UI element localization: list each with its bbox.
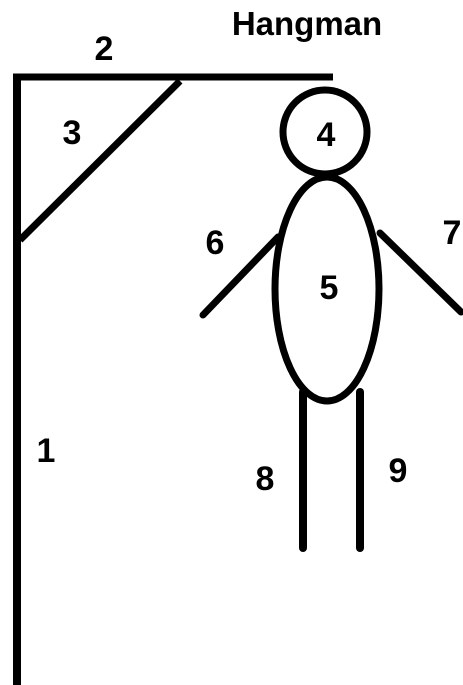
label-head: 4 [317, 116, 336, 154]
label-right-arm: 7 [443, 214, 462, 252]
diagram-title: Hangman [232, 5, 382, 42]
label-gallows-post: 1 [37, 432, 56, 470]
label-body: 5 [320, 269, 339, 307]
label-left-arm: 6 [206, 224, 225, 262]
label-gallows-beam: 2 [95, 30, 114, 68]
gallows-brace [20, 81, 180, 240]
label-gallows-brace: 3 [63, 114, 82, 152]
label-right-leg: 9 [389, 452, 408, 490]
label-left-leg: 8 [256, 460, 275, 498]
